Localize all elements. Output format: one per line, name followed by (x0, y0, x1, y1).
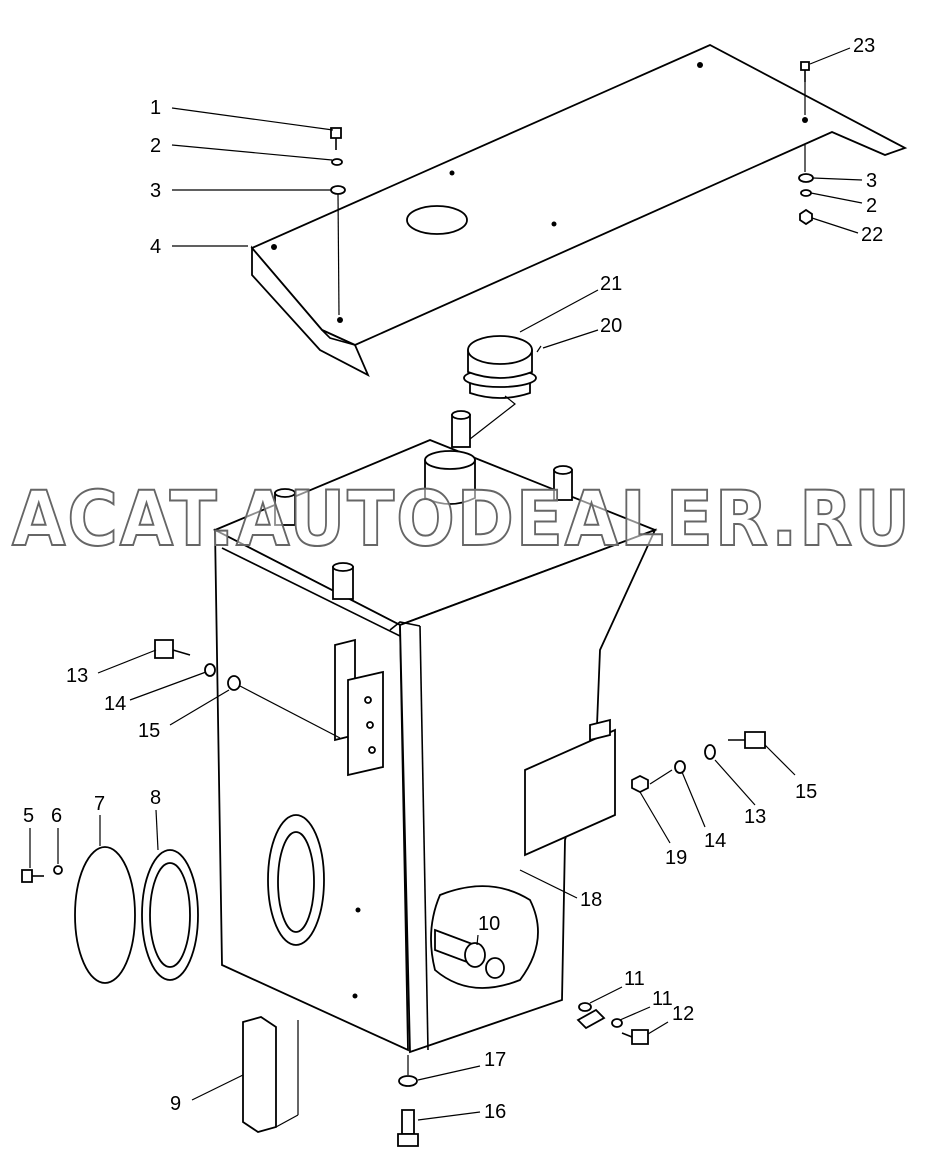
right-bolt-set (631, 731, 766, 794)
filler-cap (463, 335, 542, 440)
callout-20: 20 (600, 315, 622, 337)
drain-parts (397, 1002, 649, 1147)
callout-14-right: 14 (704, 830, 726, 852)
leader-lines (29, 47, 863, 1121)
callout-1: 1 (150, 97, 161, 119)
callout-7: 7 (94, 793, 105, 815)
callout-22: 22 (861, 224, 883, 246)
callout-17: 17 (484, 1049, 506, 1071)
callout-15-right: 15 (795, 781, 817, 803)
callout-6: 6 (51, 805, 62, 827)
callout-3-right: 3 (866, 170, 877, 192)
callout-15-left: 15 (138, 720, 160, 742)
callout-labels: 1 2 3 4 23 3 2 22 21 20 13 14 15 15 13 1… (23, 35, 883, 1123)
callout-13-left: 13 (66, 665, 88, 687)
callout-9: 9 (170, 1093, 181, 1115)
watermark-text: ACAT.AUTODEALER.RU (12, 474, 912, 563)
callout-8: 8 (150, 787, 161, 809)
callout-13-right: 13 (744, 806, 766, 828)
callout-5: 5 (23, 805, 34, 827)
callout-21: 21 (600, 273, 622, 295)
callout-2: 2 (150, 135, 161, 157)
callout-11-a: 11 (624, 968, 645, 990)
callout-3: 3 (150, 180, 161, 202)
tank-body (212, 410, 658, 1054)
callout-10: 10 (478, 913, 500, 935)
callout-12: 12 (672, 1003, 694, 1025)
cover-plate (250, 44, 908, 377)
callout-11-b: 11 (652, 988, 673, 1010)
callout-16: 16 (484, 1101, 506, 1123)
callout-14-left: 14 (104, 693, 126, 715)
bolt-stack-left (330, 127, 346, 316)
callout-2-right: 2 (866, 195, 877, 217)
left-bolt-set (154, 639, 341, 739)
strap-part (242, 1016, 299, 1133)
callout-18: 18 (580, 889, 602, 911)
callout-19: 19 (665, 847, 687, 869)
callout-4: 4 (150, 236, 161, 258)
flange-cover-parts (21, 846, 199, 984)
callout-23: 23 (853, 35, 875, 57)
